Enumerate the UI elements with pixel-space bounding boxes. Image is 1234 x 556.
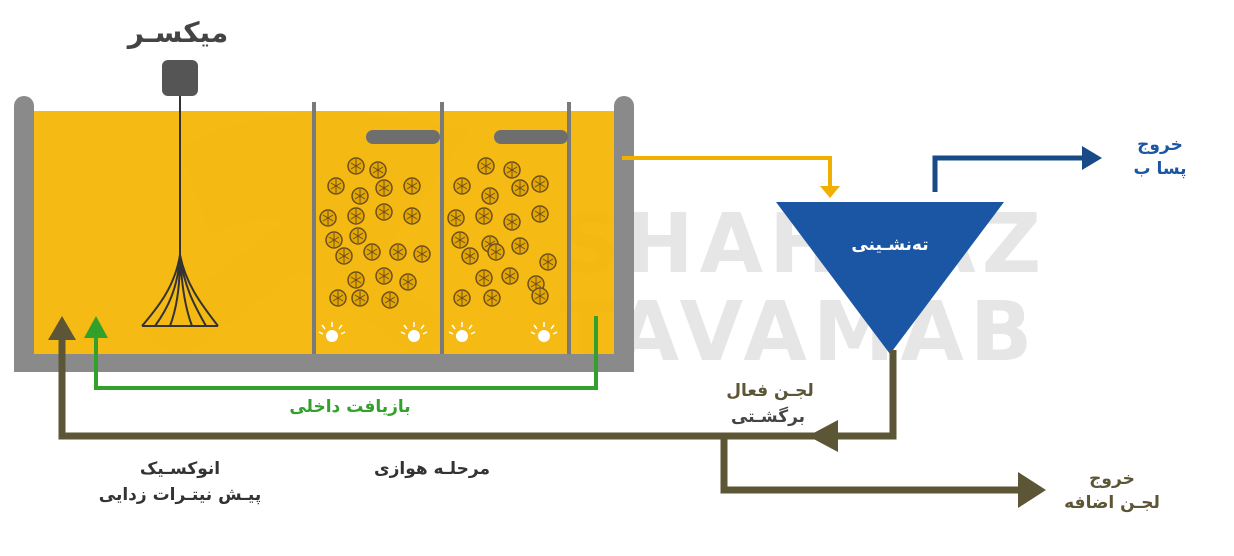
- effluent-label-line1: خروج: [1137, 135, 1183, 155]
- biofilm-media-texture: [504, 269, 516, 283]
- biofilm-media-texture: [352, 229, 364, 243]
- arrowhead: [1018, 472, 1046, 508]
- sludge-lines: [48, 316, 1046, 508]
- clarifier-cone: [776, 202, 1004, 354]
- biofilm-media-texture: [338, 249, 350, 263]
- mixer-motor-icon: [162, 60, 198, 96]
- biofilm-media-texture: [372, 163, 384, 177]
- air-bubble-rays: [400, 322, 428, 335]
- biofilm-media-texture: [392, 245, 404, 259]
- baffle-wall: [567, 102, 571, 354]
- biofilm-media-texture: [478, 209, 490, 223]
- biofilm-media-texture: [350, 209, 362, 223]
- biofilm-media-texture: [514, 239, 526, 253]
- arrowhead: [1082, 146, 1102, 170]
- clarifier-label: تەنشـینی: [851, 235, 928, 255]
- biofilm-media-texture: [542, 255, 554, 269]
- biofilm-media-texture: [480, 159, 492, 173]
- tank-right-wall: [614, 96, 634, 372]
- biofilm-media-texture: [332, 291, 344, 305]
- biofilm-media-texture: [366, 245, 378, 259]
- anoxic-label-line2: پیـش نیتـرات زدایی: [99, 485, 261, 505]
- media-screen: [366, 130, 440, 144]
- air-bubble-rays: [448, 322, 476, 335]
- was-label-line1: خروج: [1089, 469, 1135, 489]
- biofilm-media-texture: [322, 211, 334, 225]
- biofilm-media-texture: [402, 275, 414, 289]
- air-diffuser-icon: [326, 330, 338, 342]
- biofilm-media-texture: [384, 293, 396, 307]
- biofilm-media-texture: [464, 249, 476, 263]
- internal-recycle-line: [84, 316, 598, 390]
- mixer-label: میکسـر: [126, 16, 229, 49]
- watermark-text-line2: TAVAMAB: [560, 285, 1038, 380]
- effluent-label-line2: پسا ب: [1133, 159, 1186, 179]
- biofilm-media-texture: [350, 273, 362, 287]
- ras-label-line1: لجـن فعال: [726, 381, 814, 401]
- aeration-tank: [14, 96, 634, 372]
- clarifier: [776, 202, 1004, 354]
- biofilm-media-texture: [350, 159, 362, 173]
- biofilm-media-texture: [406, 179, 418, 193]
- air-diffuser-group: [318, 322, 558, 342]
- arrowhead: [48, 316, 76, 340]
- biofilm-media-texture: [354, 189, 366, 203]
- biofilm-media-texture: [416, 247, 428, 261]
- arrowhead: [820, 186, 840, 198]
- feed-to-clarifier-line: [622, 156, 840, 198]
- biofilm-media-texture: [328, 233, 340, 247]
- biofilm-media-texture: [478, 271, 490, 285]
- biofilm-media-texture: [514, 181, 526, 195]
- air-diffuser-icon: [408, 330, 420, 342]
- air-diffuser-icon: [456, 330, 468, 342]
- mixer-impeller-icon: [141, 254, 219, 327]
- air-bubble-rays: [530, 322, 558, 335]
- biofilm-media-texture: [354, 291, 366, 305]
- biofilm-media-group: [319, 157, 557, 309]
- biofilm-media-texture: [484, 189, 496, 203]
- ras-label-line2: برگشـتی: [731, 406, 805, 427]
- biofilm-media-texture: [378, 205, 390, 219]
- biofilm-media-texture: [330, 179, 342, 193]
- biofilm-media-texture: [456, 291, 468, 305]
- was-label-line2: لجـن اضافه: [1064, 493, 1160, 513]
- media-screen: [494, 130, 568, 144]
- anoxic-label-line1: انوکسـیک: [140, 459, 220, 479]
- arrowhead: [84, 316, 108, 338]
- tank-floor: [14, 354, 634, 372]
- biofilm-media-texture: [456, 179, 468, 193]
- biofilm-media-texture: [378, 269, 390, 283]
- biofilm-media-texture: [534, 289, 546, 303]
- biofilm-media-texture: [534, 177, 546, 191]
- air-bubble-rays: [318, 322, 346, 335]
- biofilm-media-texture: [406, 209, 418, 223]
- aerobic-label: مرحلـه هوازی: [374, 459, 490, 479]
- biofilm-media-texture: [506, 163, 518, 177]
- tank-left-wall: [14, 96, 34, 372]
- internal-recycle-label: بازیافت داخلی: [289, 397, 410, 417]
- biofilm-media-texture: [490, 245, 502, 259]
- biofilm-media-texture: [454, 233, 466, 247]
- baffle-wall: [440, 102, 444, 354]
- biofilm-media-texture: [506, 215, 518, 229]
- arrowhead: [808, 420, 838, 452]
- effluent-line: [932, 146, 1102, 192]
- mixer: [141, 60, 219, 327]
- biofilm-media-texture: [486, 291, 498, 305]
- baffle-wall: [312, 102, 316, 354]
- biofilm-media-texture: [378, 181, 390, 195]
- biofilm-media-texture: [450, 211, 462, 225]
- biofilm-media-texture: [534, 207, 546, 221]
- air-diffuser-icon: [538, 330, 550, 342]
